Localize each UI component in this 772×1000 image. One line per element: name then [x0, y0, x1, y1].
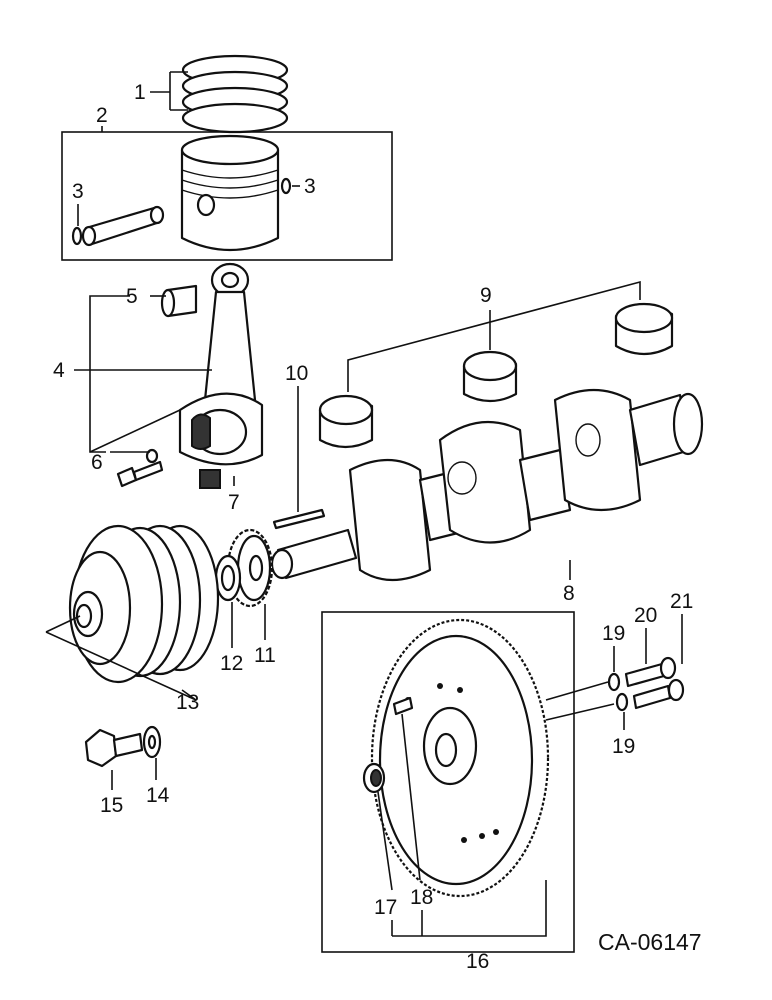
callout-2: 2: [96, 104, 108, 127]
callout-6: 6: [91, 451, 103, 474]
piston: [180, 134, 280, 252]
callout-leader-1: [150, 71, 188, 111]
callout-18: 18: [410, 886, 433, 909]
flywheel-dowel: [392, 696, 414, 716]
flywheel-assembly-box: [321, 611, 575, 953]
callout-8: 8: [563, 582, 575, 605]
callout-leader-16-17-18: [377, 713, 547, 937]
snap-ring-right: [280, 177, 292, 195]
main-bearing-right: [614, 302, 674, 356]
crankshaft-key: [272, 508, 326, 530]
flywheel-bolt-lower: [615, 678, 685, 712]
rod-bushing: [160, 284, 198, 318]
callout-leader-4-5-6: [74, 295, 212, 453]
rod-bolt: [116, 448, 164, 488]
callout-20: 20: [634, 604, 657, 627]
flywheel: [370, 618, 550, 898]
callout-10: 10: [285, 362, 308, 385]
callout-13: 13: [176, 691, 199, 714]
callout-17: 17: [374, 896, 397, 919]
callout-9: 9: [480, 284, 492, 307]
callout-19-lower: 19: [612, 735, 635, 758]
main-bearing-middle: [462, 350, 518, 403]
callout-21: 21: [670, 590, 693, 613]
callout-4: 4: [53, 359, 65, 382]
snap-ring-left: [71, 226, 83, 246]
callout-15: 15: [100, 794, 123, 817]
callout-5: 5: [126, 285, 138, 308]
callout-leader-19-upper-ref: [545, 681, 609, 701]
piston-rings: [181, 54, 289, 134]
callout-16: 16: [466, 950, 489, 973]
callout-leader-19-lower-ref: [545, 703, 615, 721]
thrust-washer: [214, 554, 242, 602]
callout-12: 12: [220, 652, 243, 675]
crankshaft: [270, 388, 704, 581]
callout-leader-9: [347, 280, 641, 392]
drawing-code: CA-06147: [598, 929, 702, 955]
main-bearing-left: [318, 394, 374, 449]
callout-11: 11: [254, 644, 276, 667]
callout-1: 1: [134, 81, 146, 104]
callout-19-upper: 19: [602, 622, 625, 645]
rod-bearing: [191, 413, 221, 489]
callout-3-right: 3: [304, 175, 316, 198]
pilot-bearing: [362, 762, 386, 794]
piston-pin: [81, 205, 165, 247]
piston-assembly-box: [61, 131, 393, 261]
callout-3-left: 3: [72, 180, 84, 203]
callout-14: 14: [146, 784, 170, 807]
pulley-bolt: [84, 728, 144, 768]
callout-7: 7: [228, 491, 240, 514]
pulley-washer: [142, 725, 162, 759]
crankshaft-pulley: [68, 524, 220, 684]
flywheel-bolt-upper: [607, 656, 677, 692]
callout-leader-13: [45, 615, 197, 701]
